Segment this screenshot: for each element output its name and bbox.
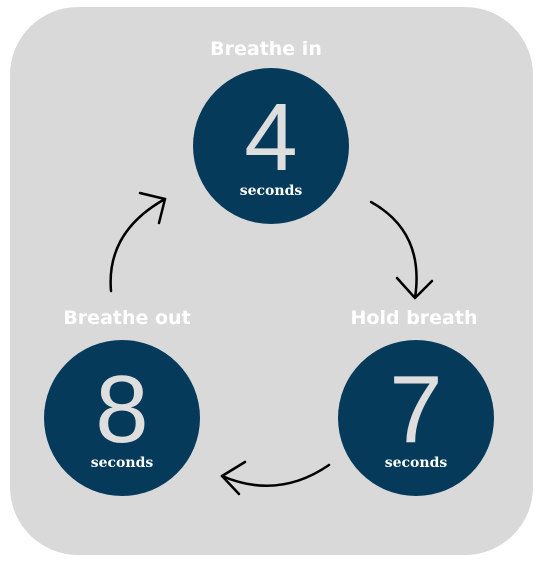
step-number-breathe-out: 8 [95,356,149,463]
step-label-breathe-out: Breathe out [63,307,191,329]
step-unit-hold-breath: seconds [384,455,448,471]
arrowhead-out-to-in [138,191,167,225]
step-unit-breathe-in: seconds [239,183,303,199]
arrow-out-to-in [109,197,167,293]
arrow-in-to-hold [369,200,418,300]
arrowhead-hold-to-out [220,460,247,496]
step-circle-hold-breath: 7 seconds [338,340,494,496]
step-label-hold-breath: Hold breath [350,307,478,329]
step-label-breathe-in: Breathe in [210,38,322,60]
step-number-hold-breath: 7 [389,356,443,463]
step-circle-breathe-out: 8 seconds [44,340,200,496]
step-number-breathe-in: 4 [244,84,298,191]
step-circle-breathe-in: 4 seconds [193,68,349,224]
arrowhead-in-to-hold [395,276,434,300]
arrow-hold-to-out [220,463,331,487]
step-unit-breathe-out: seconds [90,455,154,471]
